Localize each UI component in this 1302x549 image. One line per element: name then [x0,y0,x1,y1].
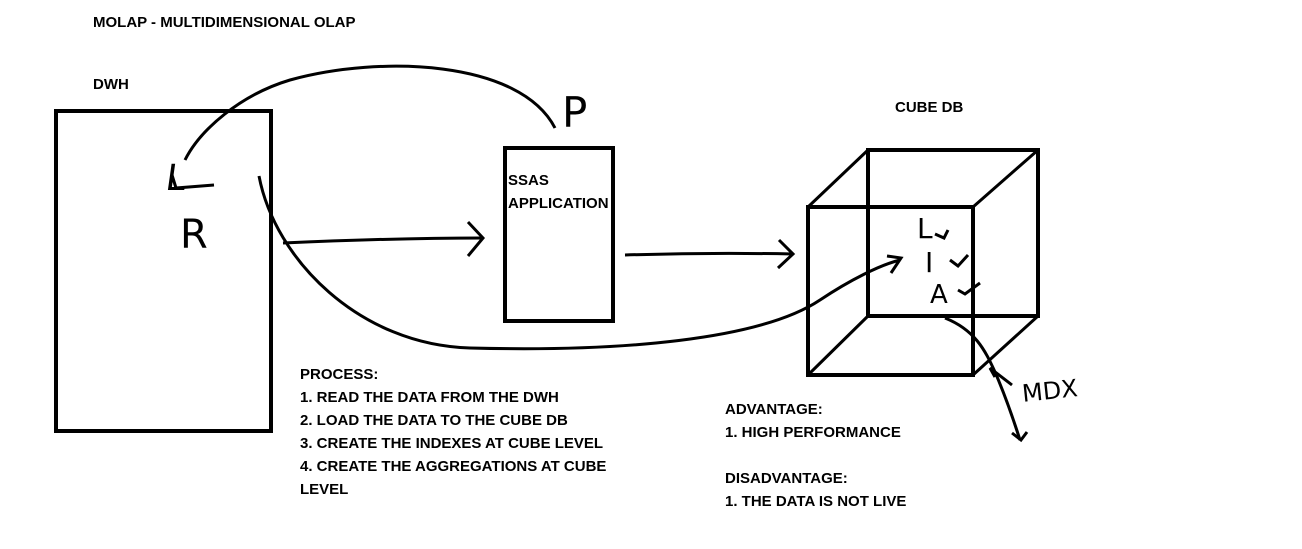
curve-mdx [944,316,1029,443]
disadvantage-item: 1. THE DATA IS NOT LIVE [725,493,907,510]
ssas-label-line-2: APPLICATION [508,195,609,212]
ssas-label-line-1: SSAS [508,172,549,189]
process-step: LEVEL [300,481,349,498]
disadvantage-heading: DISADVANTAGE: [725,470,848,487]
dwh-label: DWH [93,76,129,93]
page-title: MOLAP - MULTIDIMENSIONAL OLAP [93,14,356,31]
process-step: 2. LOAD THE DATA TO THE CUBE DB [300,412,568,429]
cube-back-face [866,148,1040,318]
cube-edges [806,148,1040,377]
process-step: 4. CREATE THE AGGREGATIONS AT CUBE [300,458,607,475]
cube-db-label: CUBE DB [895,99,964,116]
handwritten-a-cube: A [930,280,948,310]
handwritten-mdx: MDX [1020,374,1079,408]
advantage-list: ADVANTAGE: 1. HIGH PERFORMANCE [725,398,901,444]
cube-checkmarks [934,229,981,296]
curve-p-to-dwh [170,64,557,190]
cube-front-face [806,205,975,377]
handwritten-p-ssas: P [562,88,588,137]
process-step: 3. CREATE THE INDEXES AT CUBE LEVEL [300,435,604,452]
disadvantage-list: DISADVANTAGE: 1. THE DATA IS NOT LIVE [725,467,906,513]
handwritten-l-cube: L [917,212,933,245]
process-step: 1. READ THE DATA FROM THE DWH [300,389,559,406]
handwritten-r-dwh: R [180,212,208,258]
advantage-heading: ADVANTAGE: [725,401,823,418]
process-heading: PROCESS: [300,366,379,383]
ssas-application-label: SSAS APPLICATION [508,169,618,215]
advantage-item: 1. HIGH PERFORMANCE [725,424,901,441]
handwritten-i-cube: I [925,246,934,279]
arrow-ssas-to-cube [624,238,796,270]
ssas-box [503,146,615,323]
process-list: PROCESS: 1. READ THE DATA FROM THE DWH 2… [300,363,606,501]
arrow-dwh-to-ssas [282,220,486,257]
curve-dwh-to-cube [257,175,904,351]
dwh-box [54,109,273,433]
